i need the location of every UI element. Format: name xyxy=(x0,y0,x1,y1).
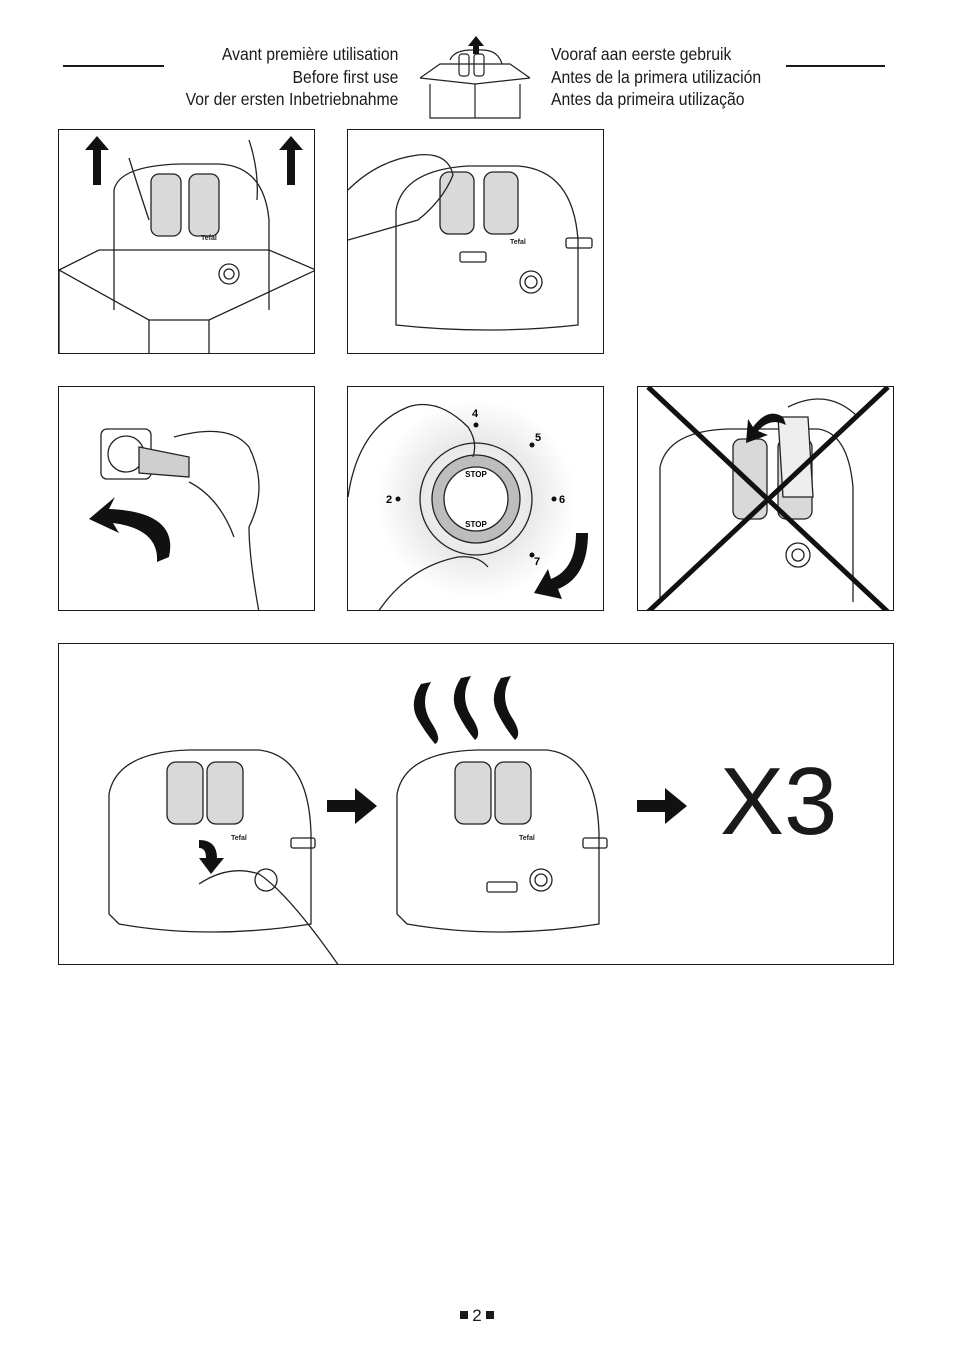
header-line-de: Vor der ersten Inbetriebnahme xyxy=(185,89,398,109)
unbox-icon xyxy=(419,36,531,119)
panel-no-bread xyxy=(637,386,894,611)
header-rule-left xyxy=(63,65,164,67)
header-line-es: Antes de la primera utilización xyxy=(551,66,762,87)
dial-stop-top: STOP xyxy=(465,470,487,479)
header-left-text: Avant première utilisation Before first … xyxy=(162,43,398,111)
footer-square-left xyxy=(460,1311,469,1319)
header-line-pt: Antes da primeira utilização xyxy=(551,89,745,109)
dial-setting-5: 5 xyxy=(535,432,541,444)
panel-plug xyxy=(58,386,315,611)
panel-wipe: Tefal xyxy=(347,129,604,354)
header-line-en: Before first use xyxy=(292,66,398,87)
header-line-fr: Avant première utilisation xyxy=(221,44,398,64)
dial-setting-2: 2 xyxy=(386,494,392,506)
panel-dial: STOP STOP 4 5 2 6 7 xyxy=(347,386,604,611)
dial-stop-bottom: STOP xyxy=(465,520,487,529)
page-number: 2 xyxy=(472,1306,482,1325)
footer-square-right xyxy=(485,1311,494,1319)
panel-repeat: Tefal Tefal xyxy=(58,643,894,965)
panel1-brand: Tefal xyxy=(201,235,217,242)
panel2-brand: Tefal xyxy=(510,239,526,246)
panel-unbox: Tefal xyxy=(58,129,315,354)
panel6-brand-2: Tefal xyxy=(519,835,535,842)
dial-setting-4: 4 xyxy=(472,408,479,420)
header-line-nl: Vooraf aan eerste gebruik xyxy=(551,44,732,64)
page-footer: 2 xyxy=(0,1306,954,1326)
header-right-text: Vooraf aan eerste gebruik Antes de la pr… xyxy=(551,43,784,111)
panel6-brand-1: Tefal xyxy=(231,835,247,842)
repeat-count-label: X3 xyxy=(720,748,838,855)
dial-setting-7: 7 xyxy=(534,556,540,568)
header-rule-right xyxy=(786,65,885,67)
dial-setting-6: 6 xyxy=(559,494,565,506)
